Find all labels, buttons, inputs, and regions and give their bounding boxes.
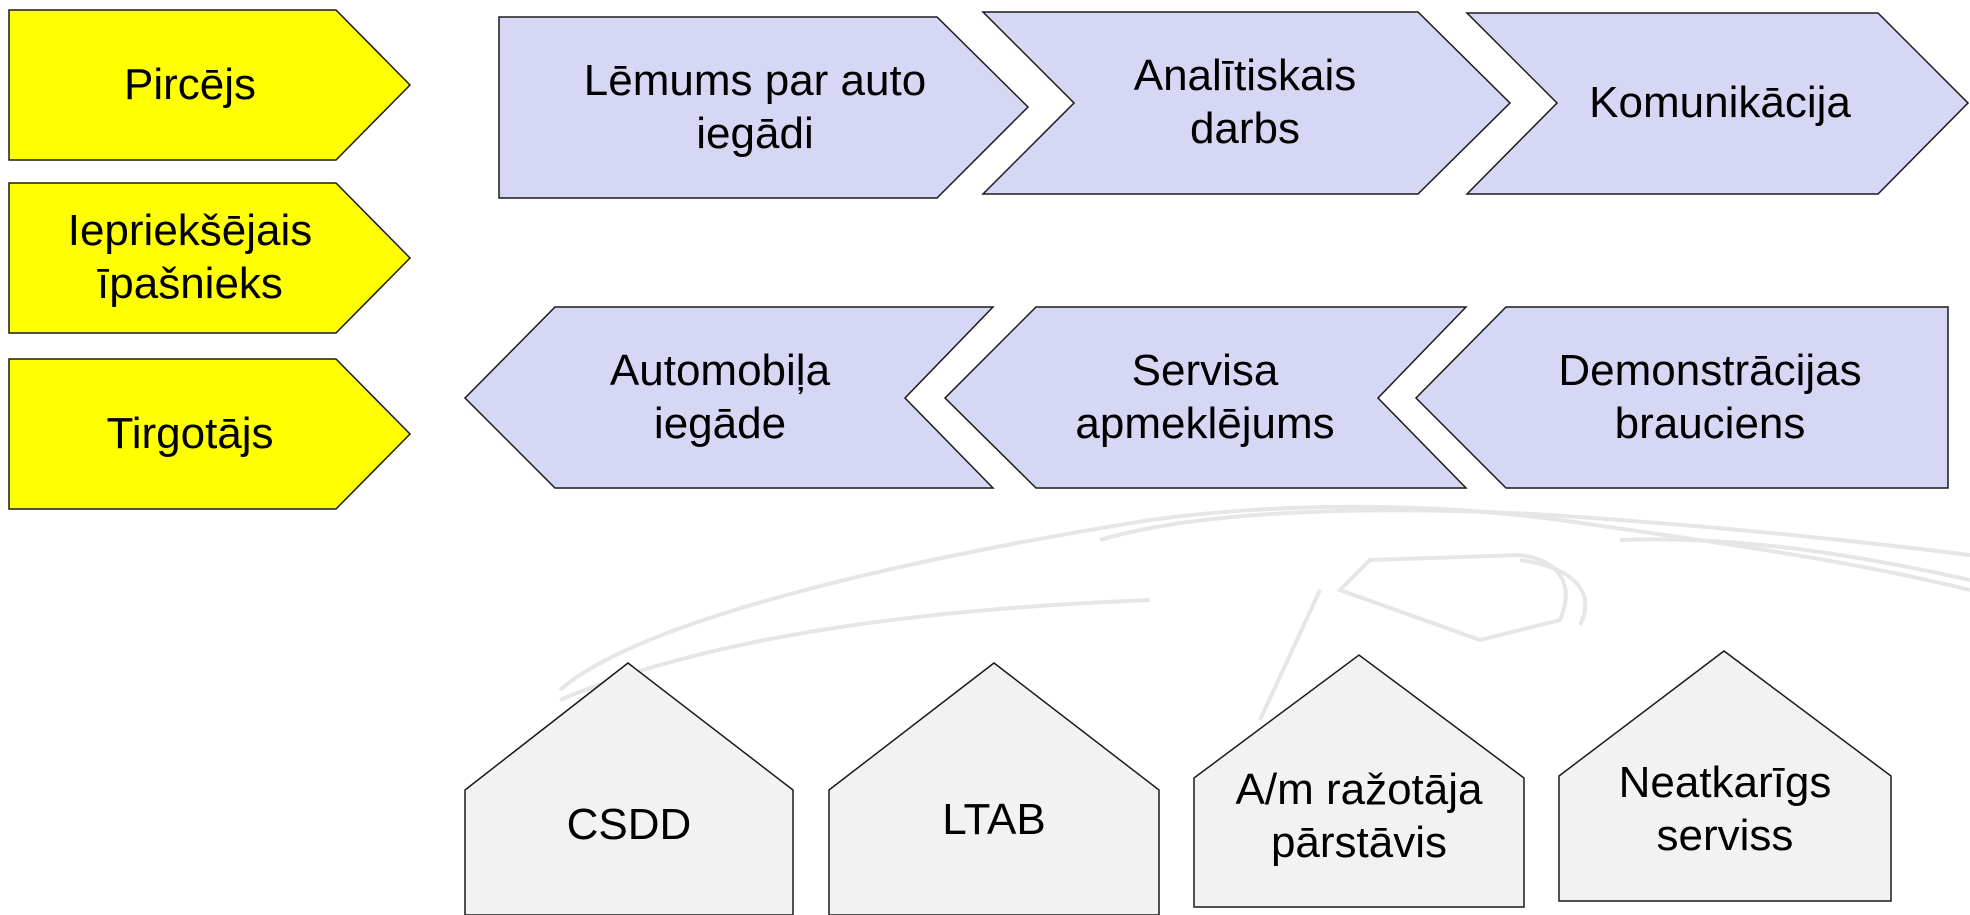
car-roof-outline	[1099, 508, 1970, 557]
car-hood	[1619, 537, 1970, 582]
car-body-outline	[558, 504, 1970, 692]
step-shape-decision	[498, 16, 1030, 199]
org-shape-manufacturer	[1193, 654, 1525, 908]
step-shape-test-drive	[1414, 306, 1949, 489]
step-shape-purchase	[463, 306, 995, 489]
car-pillar	[1258, 589, 1322, 721]
step-shape-communication	[1465, 12, 1970, 195]
car-window-front	[1336, 552, 1568, 643]
step-shape-service-visit	[943, 306, 1468, 489]
top-steps-group	[498, 11, 1970, 199]
organizations-group	[464, 650, 1892, 915]
org-shape-ltab	[828, 662, 1160, 915]
step-shape-analysis	[981, 11, 1512, 195]
actor-shape-previous-owner	[8, 182, 412, 334]
org-shape-independent-service	[1558, 650, 1892, 902]
car-window-rear	[1519, 558, 1588, 626]
actor-shape-dealer	[8, 358, 412, 510]
actor-shape-buyer	[8, 9, 412, 161]
org-shape-csdd	[464, 662, 794, 915]
actors-group	[8, 9, 412, 510]
bottom-steps-group	[463, 306, 1949, 489]
